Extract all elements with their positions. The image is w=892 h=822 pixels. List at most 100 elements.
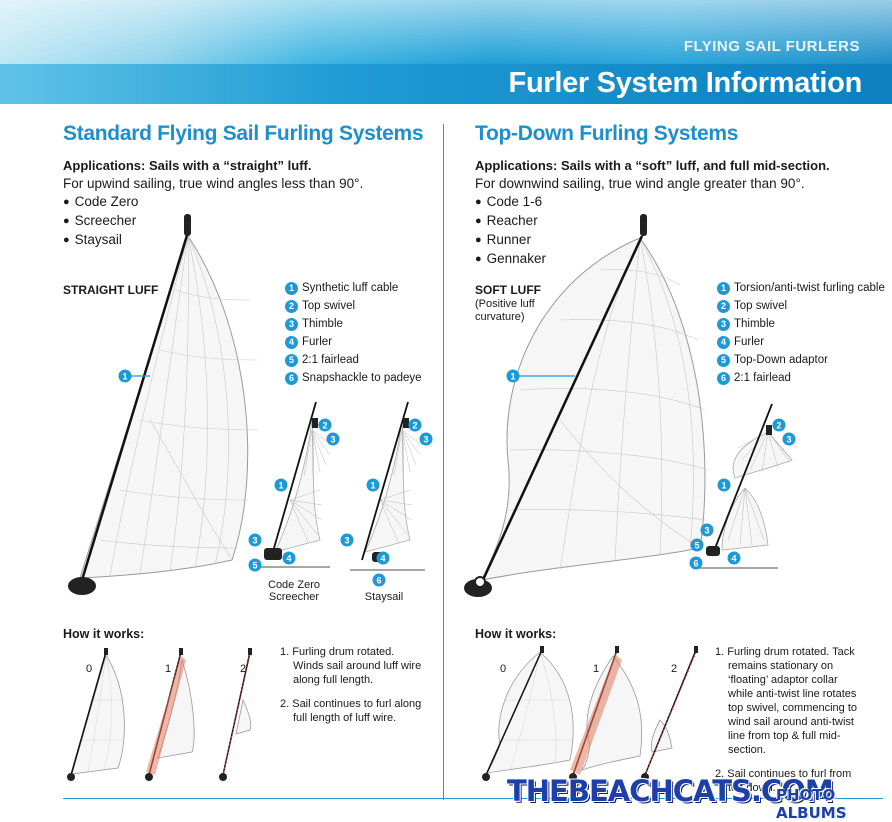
banner-glow [0,0,892,64]
column-divider [443,124,444,800]
legend-number: 1 [717,281,730,295]
legend-text: Furler [302,336,333,348]
code-zero-caption: Code Zero Screecher [262,579,326,603]
bottom-rule [63,798,883,799]
soft-luff-sail-illustration: 1 [464,214,709,597]
right-sail-list: Code 1-6 Reacher Runner Gennaker [475,193,546,269]
svg-text:3: 3 [252,536,257,546]
staysail-detail-illustration: 2 3 1 3 4 6 [340,401,433,587]
stage-label: 2 [671,663,678,675]
legend-text: Top swivel [734,300,788,312]
legend-item: 1 Synthetic luff cable [285,279,422,297]
right-how-it-works-title: How it works: [475,627,557,641]
legend-text: 2:1 fairlead [302,354,359,366]
caption-line: Code Zero [268,579,320,591]
left-description: For upwind sailing, true wind angles les… [63,176,364,191]
banner-band [0,64,892,104]
step-item: 2. Sail continues to furl along full len… [280,698,422,724]
legend-item: 6 2:1 fairlead [717,369,885,387]
legend-number: 1 [285,281,298,295]
svg-text:2: 2 [322,421,327,431]
left-how-it-works-title: How it works: [63,627,145,641]
svg-text:3: 3 [704,526,709,536]
svg-text:1: 1 [278,481,283,491]
legend-number: 2 [717,299,730,313]
header-banner: FLYING SAIL FURLERS Furler System Inform… [0,0,892,104]
right-diagram-label: SOFT LUFF [475,283,541,297]
top-down-detail-illustration: 2 3 1 3 5 4 6 [689,403,796,570]
staysail-caption: Staysail [356,591,412,603]
legend-number: 5 [717,353,730,367]
site-watermark-sub: PHOTO ALBUMS [776,786,847,822]
step-item: 1. Furling drum rotated. Tack remains st… [715,646,857,756]
list-item: Gennaker [475,250,546,269]
list-item: Runner [475,231,546,250]
legend-text: 2:1 fairlead [734,372,791,384]
legend-number: 4 [717,335,730,349]
stage-label: 1 [165,663,172,675]
step-item: 2. Sail continues to furl from top down. [715,768,852,794]
left-diagram-label: STRAIGHT LUFF [63,283,159,297]
stage-label: 2 [240,663,247,675]
left-applications: Applications: Sails with a “straight” lu… [63,158,312,173]
legend-item: 2 Top swivel [717,297,885,315]
legend-text: Furler [734,336,765,348]
right-steps: 1. Furling drum rotated. Tack remains st… [715,645,865,805]
page-title: Furler System Information [508,67,863,99]
legend-item: 3 Thimble [285,315,422,333]
legend-text: Torsion/anti-twist furling cable [734,282,885,294]
legend-text: Thimble [734,318,775,330]
svg-text:5: 5 [694,541,699,551]
caption-line: Staysail [364,591,404,603]
caption-line: Screecher [268,591,320,603]
svg-text:3: 3 [423,435,428,445]
right-description: For downwind sailing, true wind angle gr… [475,176,805,191]
legend-text: Thimble [302,318,343,330]
list-item: Code Zero [63,193,139,212]
site-watermark: THEBEACHCATS.COM [507,774,834,808]
legend-number: 6 [717,371,730,385]
legend-item: 6 Snapshackle to padeye [285,369,422,387]
right-component-legend: 1 Torsion/anti-twist furling cable 2 Top s… [717,279,885,387]
stage-label: 0 [500,663,507,675]
left-heading: Standard Flying Sail Furling Systems [63,122,424,145]
list-item: Reacher [475,212,546,231]
left-sail-list: Code Zero Screecher Staysail [63,193,139,250]
sublabel-line: (Positive luff [475,298,535,310]
legend-text: Snapshackle to padeye [302,372,422,384]
svg-text:6: 6 [376,576,381,586]
legend-item: 3 Thimble [717,315,885,333]
stage-label: 1 [593,663,600,675]
right-how-it-works-illustration [482,646,698,781]
legend-number: 5 [285,353,298,367]
legend-number: 6 [285,371,298,385]
legend-number: 3 [285,317,298,331]
banner-kicker: FLYING SAIL FURLERS [683,38,860,55]
list-item: Screecher [63,212,138,231]
svg-text:1: 1 [122,372,127,382]
right-diagram-sublabel: (Positive luff curvature) [475,298,535,324]
list-item: Staysail [63,231,138,250]
left-how-it-works-illustration [67,648,252,781]
stage-label: 0 [86,663,93,675]
legend-text: Synthetic luff cable [302,282,399,294]
svg-text:6: 6 [693,559,698,569]
svg-text:5: 5 [252,561,257,571]
svg-text:1: 1 [721,481,726,491]
legend-item: 4 Furler [717,333,885,351]
code-zero-detail-illustration: 2 3 1 3 4 5 [248,401,340,572]
legend-text: Top swivel [302,300,356,312]
svg-text:3: 3 [786,435,791,445]
legend-number: 3 [717,317,730,331]
step-item: 1. Furling drum rotated. Winds sail arou… [280,646,422,686]
svg-text:2: 2 [412,421,417,431]
svg-text:2: 2 [776,421,781,431]
right-heading: Top-Down Furling Systems [475,122,739,145]
svg-text:3: 3 [344,536,349,546]
list-item: Code 1-6 [475,193,546,212]
legend-number: 4 [285,335,298,349]
